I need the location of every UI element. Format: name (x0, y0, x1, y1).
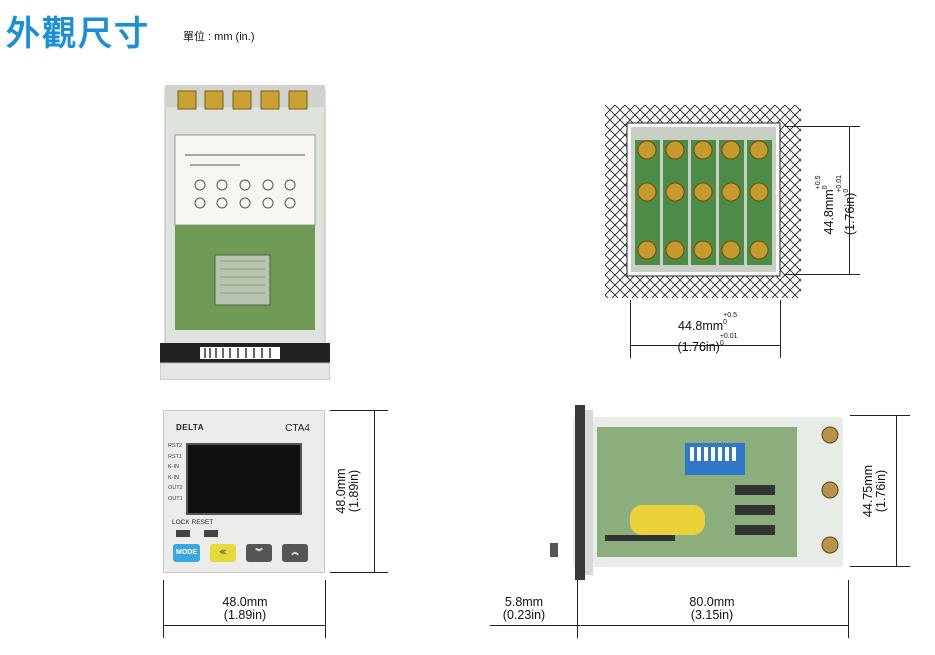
dim-line (785, 274, 860, 275)
side-height-in: (1.76in) (874, 469, 888, 513)
down-button[interactable]: ︾ (246, 544, 272, 562)
dim-line (896, 415, 897, 567)
front-width-mm: 48.0mm (222, 595, 268, 609)
front-height-label: 48.0mm (1.89in) (334, 441, 365, 541)
front-width-in: (1.89in) (223, 608, 267, 622)
front-depth-label: 5.8mm (0.23in) (488, 596, 560, 622)
lock-switch[interactable] (176, 530, 190, 537)
dim-line (577, 580, 578, 638)
brand-logo: DELTA (176, 423, 204, 432)
rear-view-photo (160, 85, 330, 380)
dim-line (490, 625, 849, 626)
dim-line (330, 410, 388, 411)
dim-line (780, 300, 781, 358)
dim-line (325, 580, 326, 638)
front-depth-in: (0.23in) (502, 608, 546, 622)
panel-cutout-drawing (605, 105, 801, 298)
front-view: DELTA CTA4 RST2 RST1 K-IN K-IN OUT2 OUT1… (163, 410, 325, 573)
indicator-label: OUT1 (168, 495, 183, 502)
lock-reset-label: LOCK RESET (172, 519, 214, 526)
dim-line (163, 625, 326, 626)
indicator-label: OUT2 (168, 485, 183, 491)
indicator-label: K-IN (168, 464, 179, 470)
dim-line (330, 572, 388, 573)
dim-line (163, 580, 164, 638)
front-depth-mm: 5.8mm (504, 595, 544, 609)
dim-line (850, 415, 910, 416)
body-depth-label: 80.0mm (3.15in) (662, 596, 762, 622)
indicator-label: K-IN (168, 474, 179, 481)
up-button[interactable]: ︽ (282, 544, 308, 562)
front-height-in: (1.89in) (347, 469, 361, 513)
mode-button[interactable]: MODE (173, 544, 200, 562)
side-view-photo (550, 405, 843, 580)
front-width-label: 48.0mm (1.89in) (195, 596, 295, 622)
body-depth-in: (3.15in) (690, 608, 734, 622)
dim-line (630, 345, 781, 346)
dim-line (850, 566, 910, 567)
dim-line (374, 410, 375, 573)
dim-line (630, 300, 631, 358)
left-button[interactable]: ≪ (210, 544, 236, 562)
body-depth-mm: 80.0mm (689, 595, 735, 609)
dim-line (849, 126, 850, 275)
indicator-label: RST1 (168, 453, 183, 460)
unit-note: 單位 : mm (in.) (183, 31, 255, 43)
page-title: 外觀尺寸 (6, 14, 150, 54)
model-label: CTA4 (285, 423, 310, 434)
dim-line (848, 580, 849, 638)
indicator-label: RST2 (168, 443, 183, 449)
dim-line (785, 126, 860, 127)
lcd-display (186, 443, 302, 515)
reset-switch[interactable] (204, 530, 218, 537)
indicator-list: RST2 RST1 K-IN K-IN OUT2 OUT1 (168, 441, 183, 504)
side-height-label: 44.75mm (1.76in) (861, 441, 892, 541)
